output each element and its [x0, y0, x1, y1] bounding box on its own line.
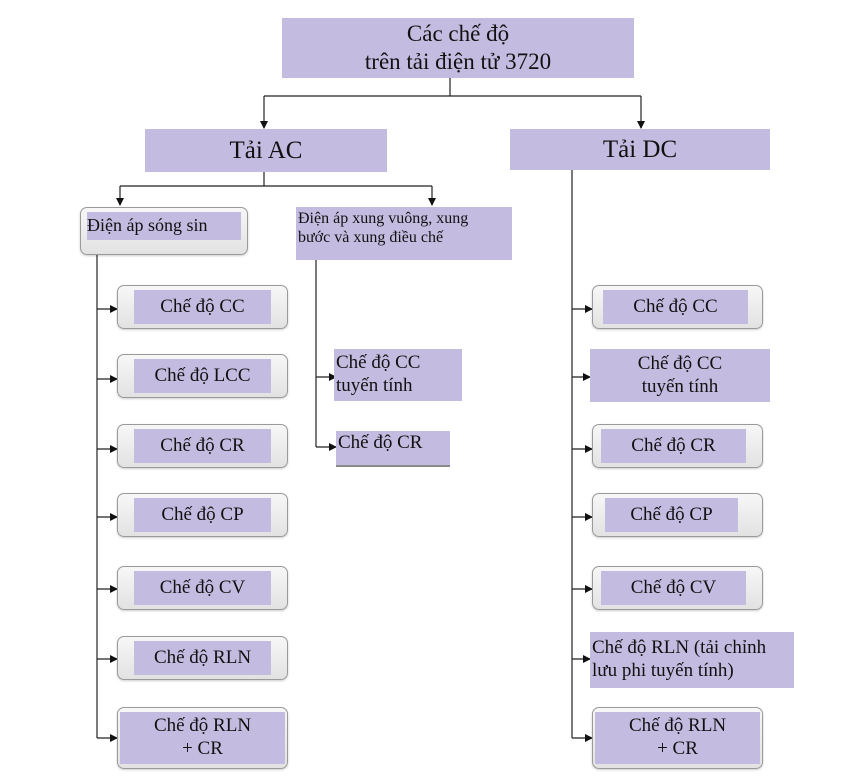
ac-mode-lcc: Chế độ LCC — [117, 354, 288, 398]
root-title-line1: Các chế độ — [406, 21, 510, 47]
ac-mode-rln-cr-label: Chế độ RLN + CR — [120, 712, 285, 764]
ac-mode-cp: Chế độ CP — [117, 493, 288, 537]
ac-mode-rln-label: Chế độ RLN — [134, 641, 271, 675]
ac-pulse-mode-cr: Chế độ CR — [336, 431, 450, 467]
dc-mode-cr: Chế độ CR — [592, 424, 763, 468]
ac-mode-cr-label: Chế độ CR — [134, 429, 271, 463]
dc-mode-rln-cr: Chế độ RLN + CR — [592, 707, 763, 769]
dc-mode-cc: Chế độ CC — [592, 285, 763, 329]
sine-voltage-node: Điện áp sóng sin — [80, 207, 248, 255]
dc-mode-cp: Chế độ CP — [592, 493, 763, 537]
ac-mode-cv-label: Chế độ CV — [134, 571, 271, 605]
sine-voltage-label: Điện áp sóng sin — [87, 212, 241, 240]
ac-mode-cv: Chế độ CV — [117, 566, 288, 610]
dc-mode-cc-label: Chế độ CC — [603, 290, 748, 324]
ac-pulse-mode-linear-cc: Chế độ CC tuyến tính — [334, 349, 462, 401]
ac-mode-cp-label: Chế độ CP — [134, 498, 271, 532]
ac-mode-cc-label: Chế độ CC — [134, 290, 271, 324]
ac-mode-rln-cr: Chế độ RLN + CR — [117, 707, 288, 769]
dc-mode-cr-label: Chế độ CR — [601, 429, 746, 463]
ac-mode-cc: Chế độ CC — [117, 285, 288, 329]
dc-mode-cp-label: Chế độ CP — [605, 498, 738, 532]
ac-load-node: Tải AC — [145, 129, 387, 172]
dc-mode-linear-cc: Chế độ CC tuyến tính — [590, 349, 770, 402]
root-node: Các chế độ trên tải điện tử 3720 — [282, 18, 634, 78]
dc-mode-cv-label: Chế độ CV — [601, 571, 746, 605]
dc-mode-cv: Chế độ CV — [592, 566, 763, 610]
pulse-voltage-node: Điện áp xung vuông, xung bước và xung đi… — [296, 207, 512, 260]
ac-mode-rln: Chế độ RLN — [117, 636, 288, 680]
dc-mode-rln-cr-label: Chế độ RLN + CR — [595, 712, 760, 764]
ac-mode-lcc-label: Chế độ LCC — [134, 359, 271, 393]
root-title-line2: trên tải điện tử 3720 — [364, 49, 552, 74]
dc-mode-rln-nonlinear: Chế độ RLN (tải chỉnh lưu phi tuyến tính… — [590, 632, 794, 688]
ac-mode-cr: Chế độ CR — [117, 424, 288, 468]
dc-load-node: Tải DC — [510, 129, 770, 170]
